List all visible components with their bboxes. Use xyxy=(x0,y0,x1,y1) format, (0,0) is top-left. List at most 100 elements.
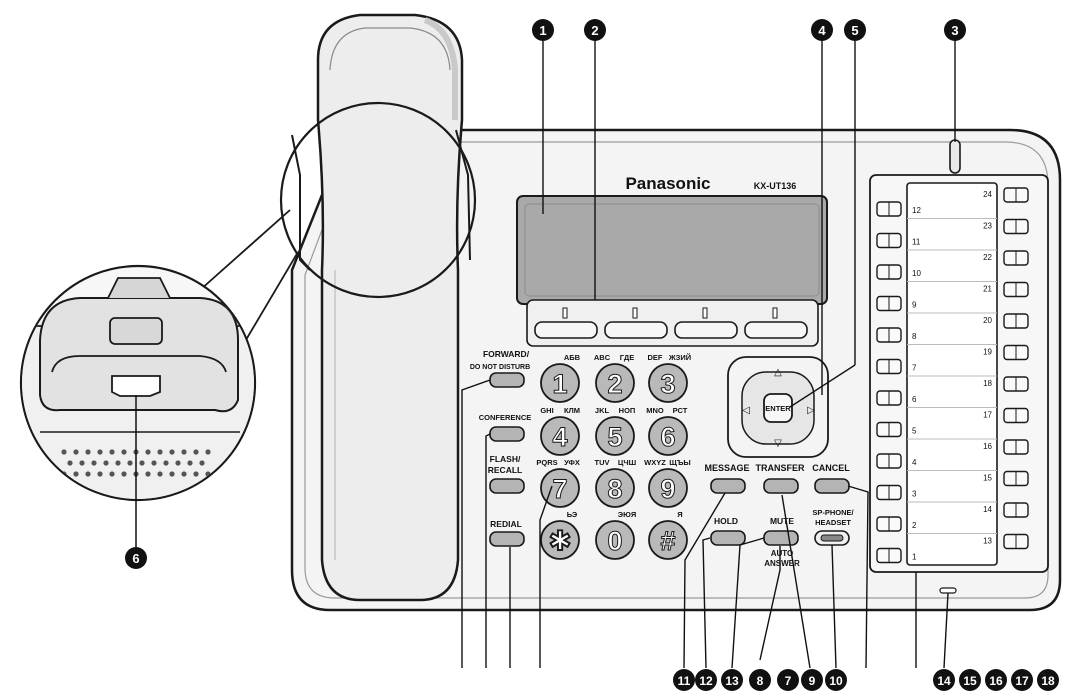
cancel-button[interactable] xyxy=(814,478,850,494)
mute-button[interactable] xyxy=(763,530,799,546)
flexible-key-number-left: 11 xyxy=(912,238,921,247)
flexible-key-number-left: 8 xyxy=(912,332,917,341)
flash-label-1: FLASH/ xyxy=(490,454,521,464)
dial-key-cap[interactable] xyxy=(595,363,635,403)
zoom-line-top xyxy=(199,209,291,291)
flexible-key-number-right: 23 xyxy=(983,222,992,231)
flexible-key-number-right: 20 xyxy=(983,316,992,325)
brand-logo: Panasonic xyxy=(625,174,710,193)
forward-label-2: DO NOT DISTURB xyxy=(470,364,530,371)
flexible-key-number-left: 9 xyxy=(912,301,917,310)
flexible-key-number-left: 2 xyxy=(912,521,917,530)
dial-key-cap[interactable] xyxy=(648,416,688,456)
dial-key-cap[interactable] xyxy=(595,520,635,560)
callout-number: 11 xyxy=(678,674,691,688)
flexible-key-number-left: 6 xyxy=(912,395,917,404)
dial-key[interactable]: #Я xyxy=(648,510,688,560)
dial-digit: ✱ xyxy=(549,526,572,556)
auto-answer-label-1: AUTO xyxy=(771,549,794,558)
dial-letters-alt: УФХ xyxy=(564,458,580,467)
dial-key-cap[interactable] xyxy=(540,363,580,403)
callout-number: 16 xyxy=(989,674,1003,688)
flexible-key-number-left: 3 xyxy=(912,490,917,499)
auto-answer-label-2: ANSWER xyxy=(764,559,800,568)
flexible-key-number-right: 13 xyxy=(983,537,992,546)
handset xyxy=(316,13,464,602)
flexible-key-number-right: 14 xyxy=(983,505,992,514)
callout-badge xyxy=(825,669,847,691)
dial-letters: PQRS xyxy=(536,458,557,467)
callout-number: 7 xyxy=(785,674,792,688)
dial-key-cap[interactable] xyxy=(648,468,688,508)
hook-cradle xyxy=(291,134,311,271)
dial-letters-alt: ГДЕ xyxy=(620,353,634,362)
soft-key-4[interactable] xyxy=(744,321,808,339)
message-button[interactable] xyxy=(710,478,746,494)
dial-key-cap[interactable] xyxy=(648,520,688,560)
dial-digit: 7 xyxy=(552,474,567,504)
callout-number: 17 xyxy=(1015,674,1029,688)
redial-button[interactable] xyxy=(489,531,525,547)
dial-key[interactable]: 7 PQRS УФХ xyxy=(536,458,580,508)
nav-left-icon[interactable]: ◁ xyxy=(742,405,750,416)
flexible-key-number-left: 1 xyxy=(912,553,917,562)
dial-key-cap[interactable] xyxy=(595,468,635,508)
nav-down-icon[interactable]: ▽ xyxy=(774,438,782,449)
dial-digit: # xyxy=(660,526,675,556)
flexible-key-number-left: 5 xyxy=(912,427,917,436)
dial-letters-alt: КЛМ xyxy=(564,406,580,415)
nav-right-icon[interactable]: ▷ xyxy=(807,405,815,416)
enter-label: ENTER xyxy=(765,404,791,413)
dial-letters-alt: ЭЮЯ xyxy=(618,510,636,519)
hold-label: HOLD xyxy=(714,516,738,526)
callout-1: 1 xyxy=(539,23,546,38)
dial-letters-alt: ЩЪЫ xyxy=(669,458,691,467)
callout-badge xyxy=(959,669,981,691)
flash-recall-button[interactable] xyxy=(489,478,525,494)
flexible-key-number-right: 21 xyxy=(983,285,992,294)
dial-key-cap[interactable] xyxy=(595,416,635,456)
callout-4: 4 xyxy=(818,23,826,38)
dial-digit: 5 xyxy=(607,422,622,452)
conference-button[interactable] xyxy=(489,426,525,442)
callout-number: 8 xyxy=(757,674,764,688)
enter-button[interactable] xyxy=(763,393,793,423)
nav-up-icon[interactable]: △ xyxy=(774,367,782,378)
callout-badge xyxy=(695,669,717,691)
flexible-key-number-right: 18 xyxy=(983,379,992,388)
hold-button[interactable] xyxy=(710,530,746,546)
dial-key-cap[interactable] xyxy=(540,520,580,560)
hook-switch-inset xyxy=(19,264,257,502)
soft-key-1[interactable] xyxy=(534,321,598,339)
transfer-button[interactable] xyxy=(763,478,799,494)
flexible-key-number-left: 7 xyxy=(912,364,917,373)
dial-key[interactable]: ✱ ЬЭ xyxy=(540,510,580,560)
dial-key-cap[interactable] xyxy=(540,468,580,508)
flexible-key-number-right: 17 xyxy=(983,411,992,420)
message-label: MESSAGE xyxy=(704,463,749,473)
flexible-key-number-left: 4 xyxy=(912,458,917,467)
dial-letters-alt: ЬЭ xyxy=(567,510,578,519)
callout-number: 13 xyxy=(725,674,739,688)
dial-key-cap[interactable] xyxy=(648,363,688,403)
soft-key-2[interactable] xyxy=(604,321,668,339)
dial-key-cap[interactable] xyxy=(540,416,580,456)
callout-badge xyxy=(777,669,799,691)
callout-5: 5 xyxy=(851,23,858,38)
flexible-key-number-left: 10 xyxy=(912,269,921,278)
forward-dnd-button[interactable] xyxy=(489,372,525,388)
dial-digit: 2 xyxy=(607,369,622,399)
soft-key-3[interactable] xyxy=(674,321,738,339)
dial-digit: 6 xyxy=(660,422,675,452)
